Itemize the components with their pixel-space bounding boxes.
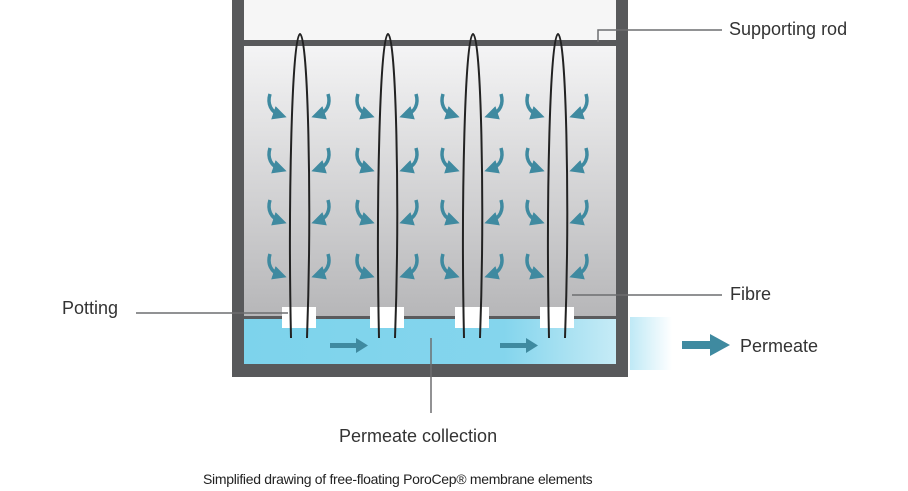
- permeate-arrow-icon: [682, 341, 712, 349]
- flow-arrow-icon: [525, 147, 545, 174]
- flow-arrows: [267, 93, 589, 280]
- flow-arrow-icon: [311, 199, 331, 226]
- fibre-loop: [289, 32, 311, 339]
- supporting-rod-label: Supporting rod: [729, 19, 848, 39]
- flow-arrow-icon: [399, 93, 419, 120]
- tank-walls: [232, 0, 628, 377]
- fibre-loop: [462, 32, 484, 339]
- permeate-flow-arrows: [330, 334, 730, 356]
- flow-arrow-icon: [311, 253, 331, 280]
- potting-block: [540, 307, 574, 328]
- potting-block: [282, 307, 316, 328]
- tank-interior: [244, 46, 616, 318]
- flow-arrow-icon: [355, 253, 375, 280]
- flow-arrow-icon: [525, 253, 545, 280]
- permeate-collection-label: Permeate collection: [339, 426, 498, 446]
- flow-arrow-icon: [569, 93, 589, 120]
- flow-arrow-icon: [355, 93, 375, 120]
- flow-arrow-icon: [525, 199, 545, 226]
- flow-arrow-icon: [355, 199, 375, 226]
- flow-arrow-icon: [399, 147, 419, 174]
- leader-lines: [136, 29, 722, 413]
- potting-block: [370, 307, 404, 328]
- flow-arrow-icon: [484, 93, 504, 120]
- flow-arrow-icon: [355, 147, 375, 174]
- flow-arrow-icon: [440, 93, 460, 120]
- tank-top-space: [244, 0, 616, 40]
- flow-arrow-icon: [311, 93, 331, 120]
- flow-arrow-icon: [569, 199, 589, 226]
- flow-arrow-icon: [267, 93, 287, 120]
- fibre-loop: [547, 32, 569, 339]
- flow-arrow-icon: [569, 253, 589, 280]
- supporting-rod: [244, 40, 616, 46]
- flow-arrow-icon: [484, 199, 504, 226]
- potting-block: [455, 307, 489, 328]
- flow-arrow-icon: [267, 253, 287, 280]
- potting-label: Potting: [62, 298, 119, 318]
- caption: Simplified drawing of free-floating Poro…: [203, 471, 593, 487]
- flow-arrow-icon: [267, 147, 287, 174]
- fibres: [282, 32, 574, 339]
- flow-arrow-icon: [311, 147, 331, 174]
- fibre-label: Fibre: [730, 284, 772, 304]
- flow-arrow-icon: [440, 199, 460, 226]
- flow-arrow-icon: [440, 147, 460, 174]
- flow-arrow-icon: [399, 253, 419, 280]
- flow-arrow-icon: [484, 147, 504, 174]
- permeate-label: Permeate: [740, 336, 819, 356]
- flow-arrow-icon: [440, 253, 460, 280]
- flow-arrow-icon: [399, 199, 419, 226]
- flow-arrow-icon: [569, 147, 589, 174]
- flow-arrow-icon: [525, 93, 545, 120]
- flow-arrow-icon: [267, 199, 287, 226]
- permeate-outflow: [630, 317, 672, 370]
- flow-arrow-icon: [484, 253, 504, 280]
- fibre-loop: [377, 32, 399, 339]
